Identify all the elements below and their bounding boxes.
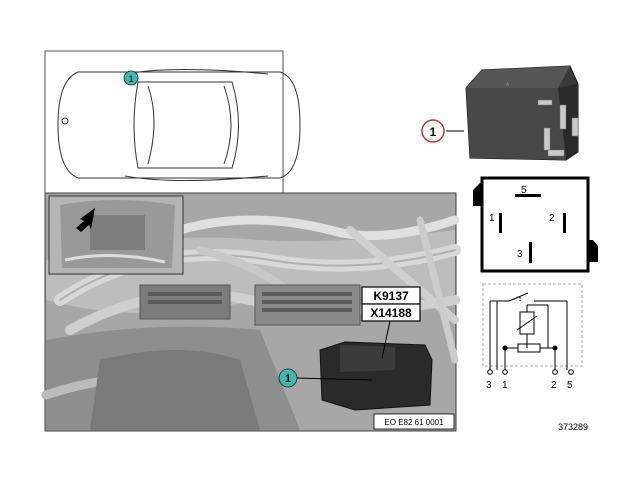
engine-bay-photo: K9137 X14188 1 EO E82 61 0001 bbox=[41, 192, 461, 432]
pin-5-slot bbox=[515, 194, 541, 197]
figure-number: 373289 bbox=[558, 422, 588, 432]
schematic-terminal-3: 3 bbox=[486, 380, 492, 391]
schematic-terminal-2: 2 bbox=[551, 380, 557, 391]
pin-3-slot bbox=[529, 242, 532, 263]
engine-bay-inset bbox=[48, 195, 184, 275]
relay-callout-marker bbox=[421, 119, 445, 143]
photo-callout-number: 1 bbox=[285, 373, 291, 385]
terminal-2 bbox=[552, 369, 558, 375]
car-callout-marker bbox=[123, 70, 139, 86]
car-overview-panel: 1 bbox=[44, 50, 301, 195]
pin-label-2: 2 bbox=[549, 213, 555, 224]
pin-label-1: 1 bbox=[489, 213, 495, 224]
inset-pointer-arrow bbox=[76, 208, 95, 232]
photo-callout-marker bbox=[278, 368, 298, 388]
pin-label-5: 5 bbox=[521, 185, 527, 196]
label-box: K9137 X14188 bbox=[361, 286, 421, 359]
connector-label: K9137 bbox=[373, 289, 409, 303]
terminal-3 bbox=[487, 369, 493, 375]
terminal-1 bbox=[502, 369, 508, 375]
pin-1-slot bbox=[499, 213, 502, 233]
relay-pin-layout: 5 1 2 3 bbox=[473, 176, 598, 273]
schematic-terminal-labels: 3 1 2 5 bbox=[486, 380, 573, 391]
relay-callout-number: 1 bbox=[430, 125, 437, 139]
relay-illustration: A 1 bbox=[421, 65, 579, 161]
component-label: X14188 bbox=[370, 306, 412, 320]
pin-label-3: 3 bbox=[517, 249, 523, 260]
connector-block-right bbox=[254, 284, 361, 326]
reference-code-box bbox=[373, 413, 455, 430]
pin-2-slot bbox=[563, 213, 566, 233]
photo-callout-leader bbox=[295, 377, 373, 381]
schematic-terminal-5: 5 bbox=[567, 380, 573, 391]
car-outline bbox=[57, 69, 301, 181]
terminal-5 bbox=[568, 369, 574, 375]
relay-schematic bbox=[482, 283, 583, 375]
label-leader-line bbox=[381, 320, 391, 359]
schematic-terminal-1: 1 bbox=[502, 380, 508, 391]
svg-text:A: A bbox=[506, 82, 510, 88]
car-callout-number: 1 bbox=[128, 74, 133, 84]
reference-code: EO E82 61 0001 bbox=[384, 418, 444, 427]
